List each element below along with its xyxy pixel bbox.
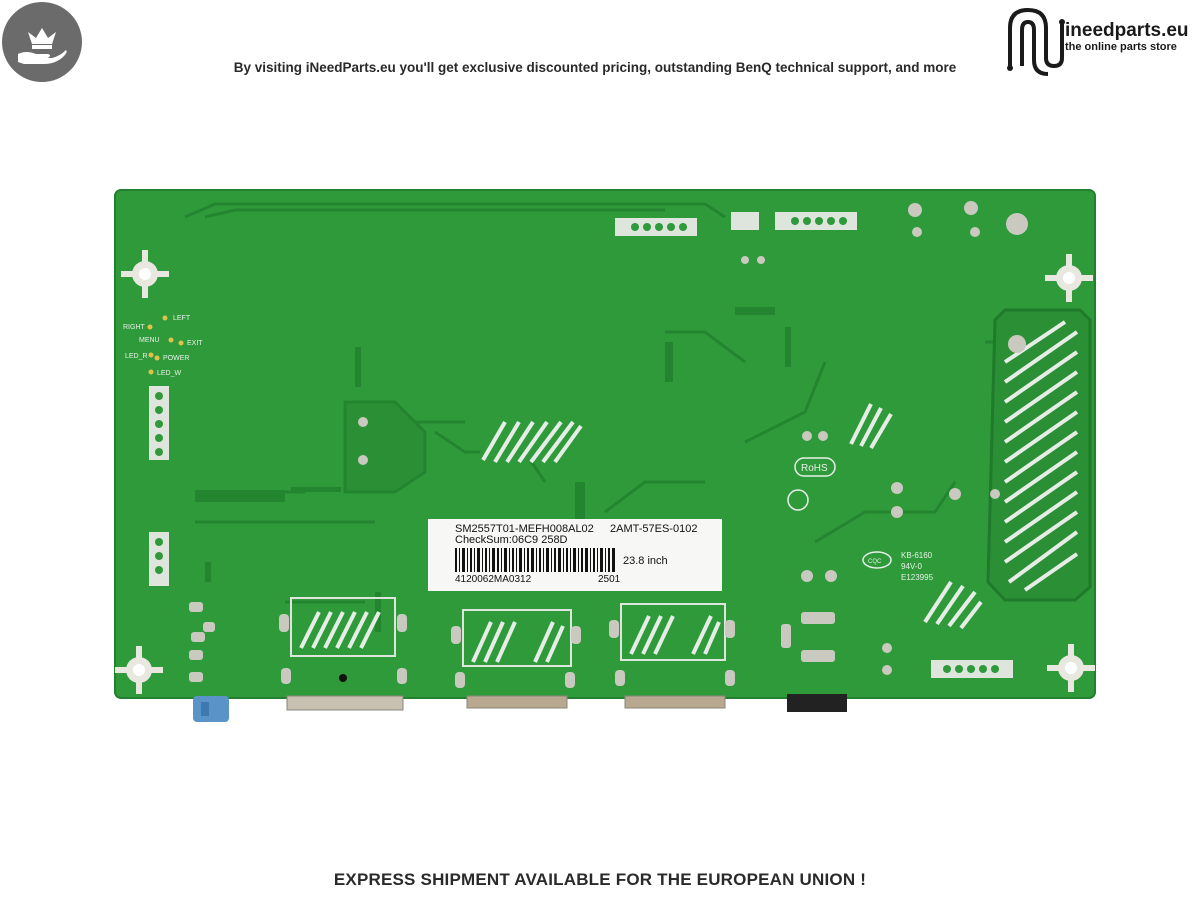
brand-name: ineedparts.eu (1065, 20, 1189, 41)
label-part: 2AMT-57ES-0102 (610, 523, 698, 535)
silk-ccc: CQC (868, 559, 882, 565)
shipping-banner: EXPRESS SHIPMENT AVAILABLE FOR THE EUROP… (333, 870, 867, 889)
promo-tagline: By visiting iNeedParts.eu you'll get exc… (233, 60, 957, 75)
silk-exit: EXIT (187, 340, 203, 347)
silk-cert: E123995 (901, 573, 934, 582)
label-model: SM2557T01-MEFH008AL02 (455, 523, 594, 535)
ineedparts-logo-icon (1007, 7, 1065, 76)
silk-led-w: LED_W (157, 370, 182, 377)
silk-right: RIGHT (123, 324, 146, 331)
label-size: 23.8 inch (623, 555, 668, 567)
silk-rohs: RoHS (801, 463, 828, 474)
label-code: 2501 (598, 574, 621, 585)
silk-left: LEFT (173, 315, 191, 322)
silk-kb: KB-6160 (901, 551, 933, 560)
board-label-sticker: SM2557T01-MEFH008AL02 2AMT-57ES-0102 Che… (428, 519, 722, 591)
brand-tagline: the online parts store (1065, 41, 1177, 53)
silk-led-r: LED_R (125, 353, 148, 360)
label-serial: 4120062MA0312 (455, 574, 532, 585)
barcode-icon (455, 548, 615, 572)
label-checksum: CheckSum:06C9 258D (455, 534, 568, 546)
silk-grade: 94V-0 (901, 562, 922, 571)
silk-power: POWER (163, 355, 189, 362)
pcb-board: LEFT RIGHT MENU EXIT LED_R POWER LED_W R… (114, 189, 1096, 722)
crown-hand-icon (18, 28, 67, 64)
brand-badge (2, 2, 82, 82)
silk-menu: MENU (139, 337, 160, 344)
